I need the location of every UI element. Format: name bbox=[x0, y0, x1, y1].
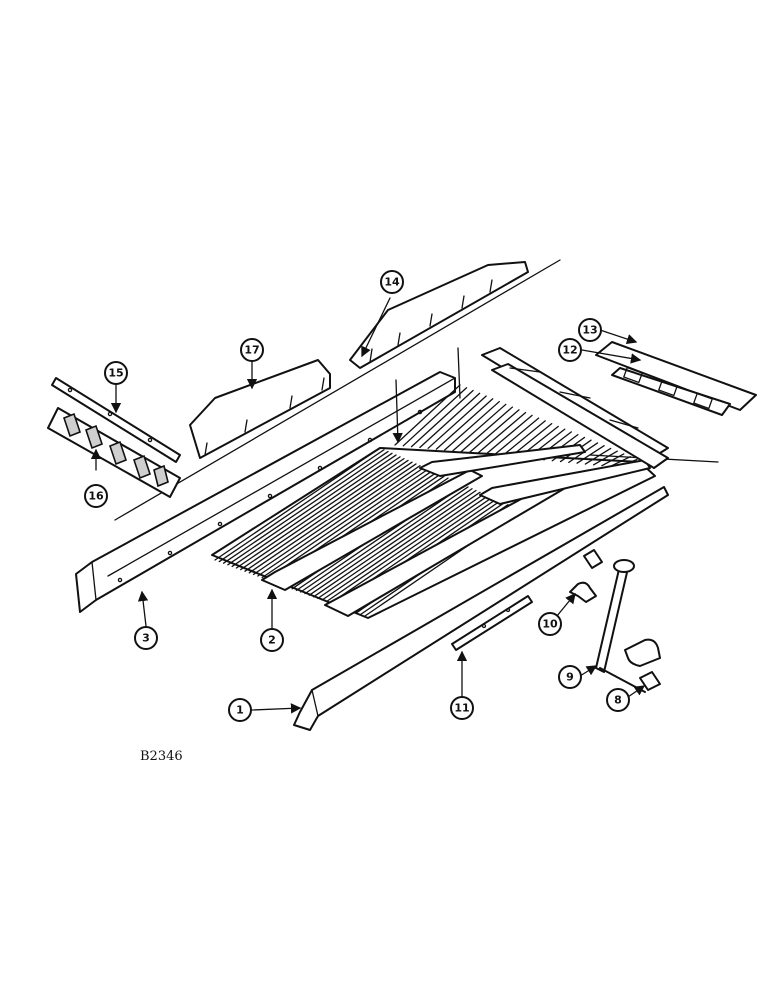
callout-16-label: 16 bbox=[88, 490, 104, 503]
sieve-slat bbox=[584, 447, 612, 465]
sieve-slat bbox=[227, 452, 393, 566]
sieve-slat bbox=[460, 406, 514, 453]
sieve-slat bbox=[325, 493, 485, 603]
sieve-slat bbox=[235, 456, 401, 569]
sieve-slat bbox=[444, 400, 500, 451]
sieve-slat bbox=[240, 457, 405, 571]
part-9-lever bbox=[595, 559, 646, 693]
callout-17: 17 bbox=[240, 338, 264, 362]
drawing-reference: B2346 bbox=[140, 749, 183, 764]
sieve-slat bbox=[402, 387, 468, 447]
callout-14-label: 14 bbox=[384, 276, 400, 289]
callout-8-label: 8 bbox=[614, 694, 622, 707]
sieve-slat bbox=[231, 454, 397, 568]
sieve-slat bbox=[592, 450, 618, 466]
callout-14: 14 bbox=[380, 270, 404, 294]
callout-2-label: 2 bbox=[268, 634, 276, 647]
sieve-slat bbox=[452, 403, 507, 452]
callout-3: 3 bbox=[134, 626, 158, 650]
callout-11: 11 bbox=[450, 696, 474, 720]
callout-8: 8 bbox=[606, 688, 630, 712]
part-15-strip bbox=[51, 377, 181, 463]
sieve-slat bbox=[248, 461, 413, 574]
callout-11-label: 11 bbox=[454, 702, 469, 715]
part-12-frame bbox=[481, 347, 669, 469]
callout-17-label: 17 bbox=[244, 344, 259, 357]
bushing-clamp-right bbox=[624, 638, 661, 667]
callout-12: 12 bbox=[558, 338, 582, 362]
part-1-lower-rail bbox=[293, 486, 669, 731]
sieve-slat bbox=[477, 411, 527, 454]
part-17-side-plate bbox=[189, 359, 331, 459]
callout-16: 16 bbox=[84, 484, 108, 508]
sieve-slat bbox=[601, 453, 625, 467]
callout-9-label: 9 bbox=[566, 671, 574, 684]
callout-10: 10 bbox=[538, 612, 562, 636]
sieve-slat bbox=[304, 484, 465, 595]
sieve-slat bbox=[222, 450, 389, 564]
sieve-slat bbox=[265, 468, 429, 580]
callout-15: 15 bbox=[104, 361, 128, 385]
part-11-bar bbox=[451, 595, 533, 651]
part-13-cover bbox=[595, 341, 757, 416]
sieve-slat bbox=[394, 384, 461, 446]
sieve-slat bbox=[257, 465, 421, 577]
sieve-slat bbox=[244, 459, 409, 572]
assembly-guide-line bbox=[114, 259, 561, 521]
callout-3-label: 3 bbox=[142, 632, 150, 645]
sieve-slat bbox=[214, 447, 381, 561]
sieve-slat bbox=[330, 495, 489, 604]
callout-15-label: 15 bbox=[108, 367, 123, 380]
sieve-slat bbox=[501, 420, 546, 457]
callout-13: 13 bbox=[578, 318, 602, 342]
callout-1-label: 1 bbox=[236, 704, 244, 717]
callout-1: 1 bbox=[228, 698, 252, 722]
bushing-upper bbox=[583, 549, 603, 569]
sieve-slat bbox=[435, 398, 494, 450]
sieve-slat bbox=[485, 414, 533, 455]
callout-9: 9 bbox=[558, 665, 582, 689]
sieve-slat bbox=[218, 449, 385, 563]
sieve-slat bbox=[427, 395, 487, 449]
callout-12-label: 12 bbox=[562, 344, 577, 357]
sieve-slat bbox=[468, 409, 520, 454]
sieve-slat bbox=[317, 489, 477, 600]
sieve-slat bbox=[410, 389, 474, 448]
sieve-slat bbox=[576, 445, 605, 464]
sieve-slat bbox=[261, 466, 425, 579]
callout-10-label: 10 bbox=[542, 618, 558, 631]
sieve-slat bbox=[493, 417, 540, 456]
callout-2: 2 bbox=[260, 628, 284, 652]
part-14-upper-rail bbox=[349, 261, 529, 369]
part-10-clamp bbox=[569, 581, 597, 603]
sieve-slat bbox=[419, 392, 481, 449]
callout-13-label: 13 bbox=[582, 324, 597, 337]
leader-lines bbox=[90, 297, 646, 714]
sieve-slat bbox=[510, 422, 553, 458]
part-16-finger-plate bbox=[47, 407, 181, 498]
part-2-sieve bbox=[211, 384, 656, 619]
sieve-slat bbox=[252, 463, 417, 576]
sieve-slat bbox=[308, 486, 469, 596]
sieve-slat bbox=[321, 491, 481, 601]
sieve-slat bbox=[312, 488, 473, 598]
